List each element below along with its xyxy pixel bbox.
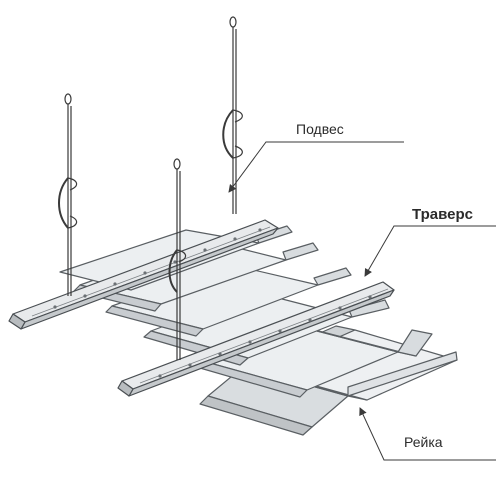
traverse-rails	[8, 219, 395, 397]
hanger-right	[222, 16, 243, 214]
traverse-leader	[364, 225, 496, 277]
slat-label: Рейка	[404, 434, 443, 450]
hanger-leader	[228, 141, 404, 193]
callout-lines	[228, 141, 496, 461]
slat-leader	[359, 407, 496, 461]
traverse-rail	[117, 281, 395, 397]
hanger-label: Подвес	[296, 121, 344, 137]
hanger-middle	[168, 158, 187, 360]
traverse-label: Траверс	[412, 206, 473, 223]
hanger-left	[58, 93, 78, 296]
